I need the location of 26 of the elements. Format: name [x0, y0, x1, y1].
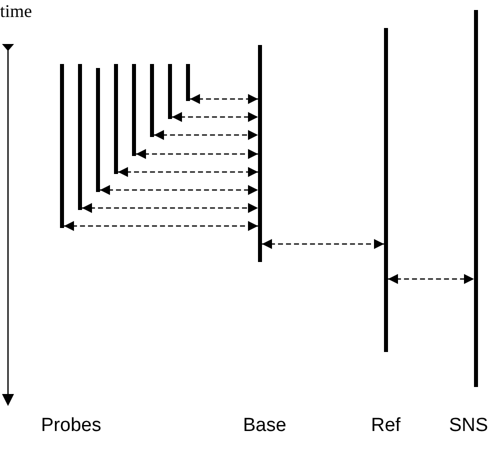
timeline-bar — [60, 64, 64, 228]
dashed-double-arrow — [100, 185, 258, 195]
column-label: Probes — [41, 416, 102, 435]
timeline-bar — [384, 28, 388, 352]
dashed-double-arrow — [262, 239, 384, 249]
dashed-double-arrow — [172, 112, 258, 122]
timeline-bar — [78, 64, 82, 210]
column-label: Base — [243, 416, 286, 435]
dashed-double-arrow — [388, 274, 474, 284]
dashed-double-arrow — [82, 203, 258, 213]
timeline-bar — [258, 45, 262, 262]
axis-label: time — [0, 2, 32, 20]
timeline-bar — [114, 64, 118, 174]
timeline-bar — [168, 64, 172, 119]
dashed-double-arrow — [64, 221, 258, 231]
dashed-double-arrow — [154, 130, 258, 140]
dashed-double-arrow — [190, 94, 258, 104]
dashed-double-arrow — [118, 167, 258, 177]
timeline-bar — [186, 64, 190, 101]
column-label: SNS — [449, 416, 488, 435]
timeline-bar — [150, 64, 154, 137]
column-label: Ref — [371, 416, 401, 435]
dashed-double-arrow — [136, 149, 258, 159]
timeline-bar — [132, 64, 136, 156]
timeline-bar — [474, 10, 478, 387]
timeline-bar — [96, 68, 100, 192]
